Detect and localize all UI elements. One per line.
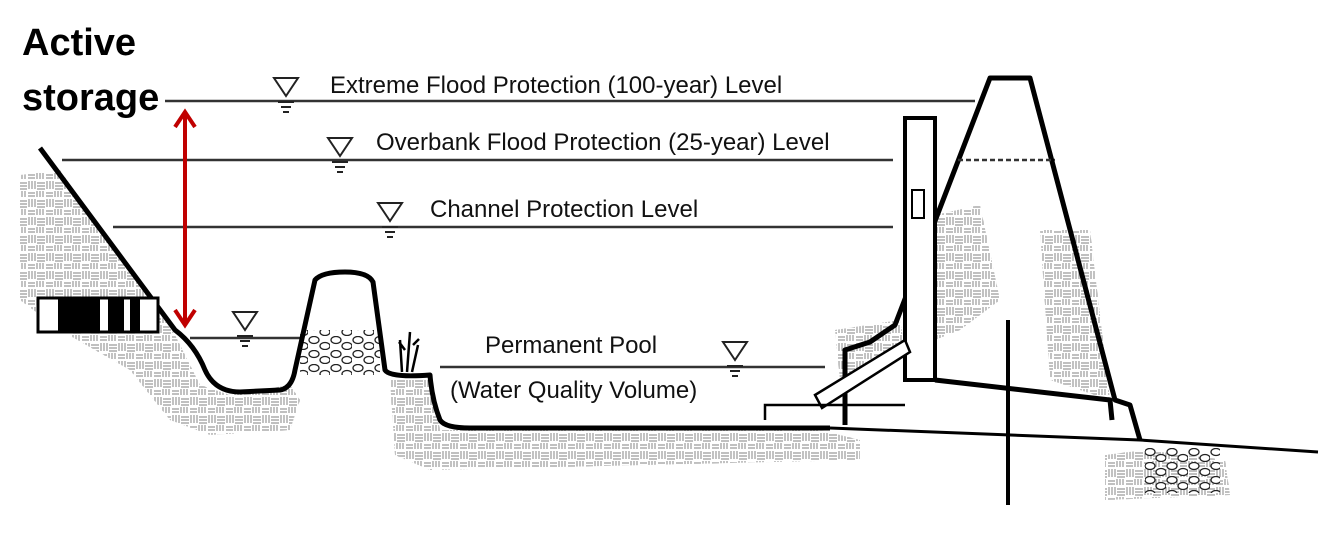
plants [398,331,420,373]
low-flow-pipe [813,338,912,410]
pond-profile [37,146,830,431]
rock-fill-outlet [1145,448,1220,493]
extreme-level-label: Extreme Flood Protection (100-year) Leve… [330,72,782,99]
rock-fill-berm [300,330,380,375]
channel-level-label: Channel Protection Level [430,196,698,223]
overbank-level-label: Overbank Flood Protection (25-year) Leve… [376,129,830,156]
active-storage-label-line1: Active [22,22,136,64]
embankment-dam [842,75,1143,441]
permanent-pool-label: Permanent Pool [485,332,657,359]
water-level-icon [231,77,749,377]
active-storage-label-line2: storage [22,77,159,119]
water-quality-volume-label: (Water Quality Volume) [450,377,697,404]
inlet-pipe [36,296,160,334]
riser-tower [903,116,937,382]
active-storage-arrow [173,108,197,329]
outlet-barrel [829,426,1319,454]
soil-texture [20,170,1230,500]
